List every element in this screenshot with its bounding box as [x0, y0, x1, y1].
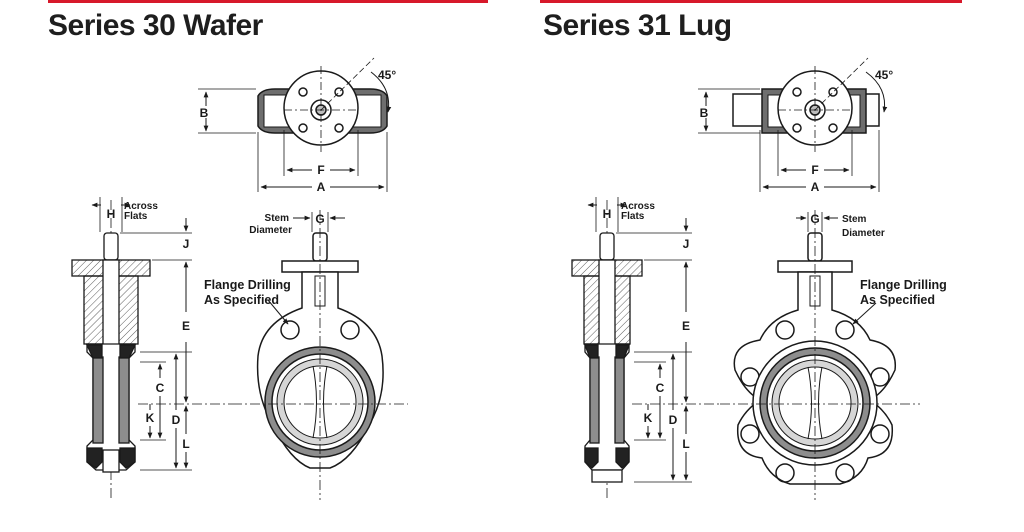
lug-dim-d-label: D [669, 413, 678, 427]
lug-dim-l-label: L [682, 437, 689, 451]
wafer-dim-l-label: L [182, 437, 189, 451]
wafer-stem-label: Stem [265, 213, 290, 224]
wafer-section-view [71, 197, 232, 498]
lug-stem-label: Stem [842, 214, 867, 225]
lug-front-view [720, 210, 920, 500]
lug-across-label: Across [621, 201, 655, 212]
wafer-flange-note-line1: Flange Drilling [204, 278, 291, 292]
wafer-dim-b-label: B [200, 106, 209, 120]
wafer-dim-d-label: D [172, 413, 181, 427]
lug-dim-g-label: G [810, 212, 819, 226]
header-rule-left [48, 0, 488, 3]
wafer-front-view [232, 210, 408, 500]
wafer-flange-note-line2: As Specified [204, 293, 279, 307]
wafer-flats-label: Flats [124, 211, 148, 222]
header-rule-right [540, 0, 962, 3]
wafer-top-view [198, 57, 392, 192]
lug-dim-a-label: A [811, 180, 820, 194]
wafer-drawing: B F A 45° H Across Flats J E C K D L G S… [71, 57, 408, 500]
wafer-angle-label: 45° [378, 68, 396, 82]
wafer-dim-g-label: G [315, 212, 324, 226]
lug-title: Series 31 Lug [543, 9, 732, 42]
wafer-dim-k-label: K [146, 411, 155, 425]
lug-angle-label: 45° [875, 68, 893, 82]
lug-dim-f-label: F [811, 163, 818, 177]
lug-section-view [571, 197, 720, 498]
wafer-dim-e-label: E [182, 319, 190, 333]
wafer-dim-h-label: H [107, 207, 116, 221]
lug-dim-j-label: J [683, 237, 690, 251]
lug-drawing: B F A 45° H Across Flats J E C K D L G S… [571, 57, 947, 500]
lug-flats-label: Flats [621, 211, 645, 222]
lug-dim-k-label: K [644, 411, 653, 425]
lug-dim-c-label: C [656, 381, 665, 395]
lug-flange-note-line1: Flange Drilling [860, 278, 947, 292]
lug-dim-b-label: B [700, 106, 709, 120]
wafer-dim-c-label: C [156, 381, 165, 395]
wafer-dim-j-label: J [183, 237, 190, 251]
lug-top-view [698, 57, 888, 192]
wafer-dim-a-label: A [317, 180, 326, 194]
wafer-dim-f-label: F [317, 163, 324, 177]
lug-dim-e-label: E [682, 319, 690, 333]
lug-dim-h-label: H [603, 207, 612, 221]
lug-flange-note-line2: As Specified [860, 293, 935, 307]
wafer-across-label: Across [124, 201, 158, 212]
wafer-diameter-label: Diameter [249, 225, 292, 236]
lug-diameter-label: Diameter [842, 228, 885, 239]
wafer-title: Series 30 Wafer [48, 9, 263, 42]
